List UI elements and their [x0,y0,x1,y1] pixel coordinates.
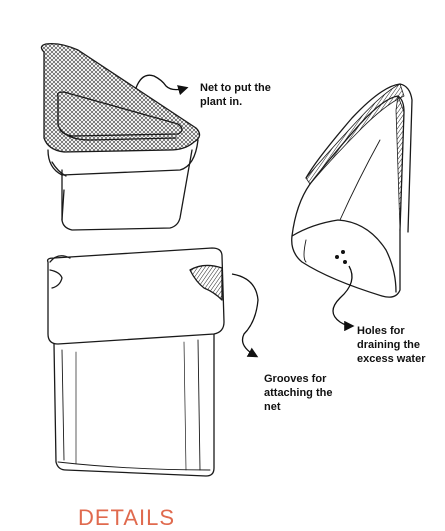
grooves-annotation-line: net [264,401,281,413]
grooves-annotation-line: attaching the [264,387,333,399]
drain-holes [335,250,347,264]
grooves-arrow [231,273,259,358]
sketch-canvas [40,42,413,477]
drain-hole [335,255,339,259]
net-annotation-line: Net to put the [200,82,271,94]
net-pot-illustration [40,42,201,231]
holes-arrow [332,265,355,332]
angled-pot-illustration [291,83,413,298]
net-annotation: Net to put the plant in. [200,81,271,109]
net-annotation-line: plant in. [200,96,243,108]
drain-hole [341,250,345,254]
holes-annotation-line: draining the [357,339,420,351]
grooves-annotation-line: Grooves for [264,373,327,385]
grooves-annotation: Grooves for attaching the net [264,372,332,414]
holes-annotation-line: excess water [357,353,426,365]
grooved-pot-illustration [46,247,225,477]
section-title: DETAILS [78,505,176,530]
drain-hole [343,260,347,264]
holes-annotation: Holes for draining the excess water [357,324,426,366]
net-arrow [135,74,189,96]
holes-annotation-line: Holes for [357,325,405,337]
